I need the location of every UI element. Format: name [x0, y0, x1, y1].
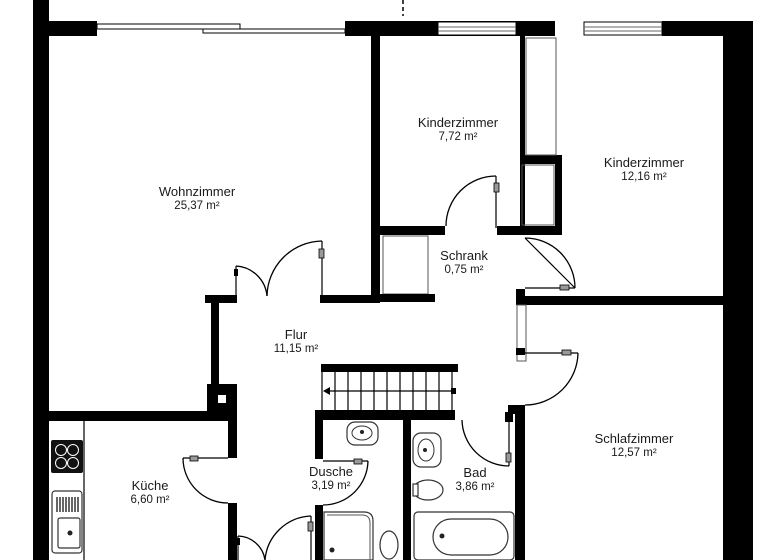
room-name: Schrank: [440, 248, 488, 263]
outer-wall-left: [33, 0, 49, 560]
wardrobe-upper: [525, 37, 557, 156]
room-name: Kinderzimmer: [603, 155, 685, 170]
room-area: 3,86 m²: [455, 480, 495, 493]
room-name: Schlafzimmer: [594, 431, 674, 446]
washbasin-icon: [412, 432, 442, 468]
outer-wall-top-left: [33, 21, 97, 36]
room-label-wohnzimmer: Wohnzimmer 25,37 m²: [158, 184, 236, 213]
room-name: Wohnzimmer: [158, 184, 236, 199]
room-name: Bad: [463, 465, 487, 480]
room-area: 7,72 m²: [438, 130, 478, 143]
door-kueche: [182, 455, 229, 504]
door-kinderzimmer-1: [445, 175, 500, 228]
sliding-window-wohnzimmer: [96, 23, 346, 34]
room-label-flur: Flur 11,15 m²: [273, 327, 319, 356]
door-wohnzimmer: [234, 240, 325, 297]
washbasin-icon: [346, 421, 379, 446]
room-name: Kinderzimmer: [417, 115, 499, 130]
shower-tray-icon: [323, 511, 374, 560]
bathtub-icon: [413, 511, 515, 560]
window-kinderzimmer-2: [583, 21, 663, 36]
room-name: Dusche: [308, 464, 354, 479]
toilet-icon: [379, 530, 399, 560]
stove-icon: [51, 440, 83, 473]
room-area: 12,16 m²: [621, 170, 667, 183]
room-area: 6,60 m²: [130, 493, 170, 506]
toilet-icon: [412, 479, 444, 501]
room-name: Küche: [131, 478, 169, 493]
window-kinderzimmer-1: [437, 21, 517, 36]
staircase-icon: [315, 364, 458, 420]
room-name: Flur: [284, 327, 308, 342]
room-label-kinderzimmer-2: Kinderzimmer 12,16 m²: [603, 155, 685, 184]
door-dusche: [322, 458, 369, 506]
wall-wohn-kinder: [371, 21, 380, 301]
room-area: 25,37 m²: [174, 199, 220, 212]
room-label-kinderzimmer-1: Kinderzimmer 7,72 m²: [417, 115, 499, 144]
door-kinderzimmer-2: [524, 237, 576, 291]
room-area: 11,15 m²: [273, 342, 319, 355]
kitchen-sink-icon: [51, 490, 83, 554]
room-label-dusche: Dusche 3,19 m²: [308, 464, 354, 493]
room-label-kueche: Küche 6,60 m²: [130, 478, 170, 507]
door-entrance: [236, 515, 314, 560]
room-area: 0,75 m²: [444, 263, 484, 276]
door-schlafzimmer: [524, 349, 579, 406]
wardrobe-lower: [521, 164, 555, 226]
room-label-schrank: Schrank 0,75 m²: [440, 248, 488, 277]
room-area: 3,19 m²: [311, 479, 351, 492]
room-label-bad: Bad 3,86 m²: [455, 465, 495, 494]
door-bad: [461, 419, 512, 467]
room-label-schlafzimmer: Schlafzimmer 12,57 m²: [594, 431, 674, 460]
room-area: 12,57 m²: [611, 446, 657, 459]
schrank-cabinet: [382, 235, 429, 295]
